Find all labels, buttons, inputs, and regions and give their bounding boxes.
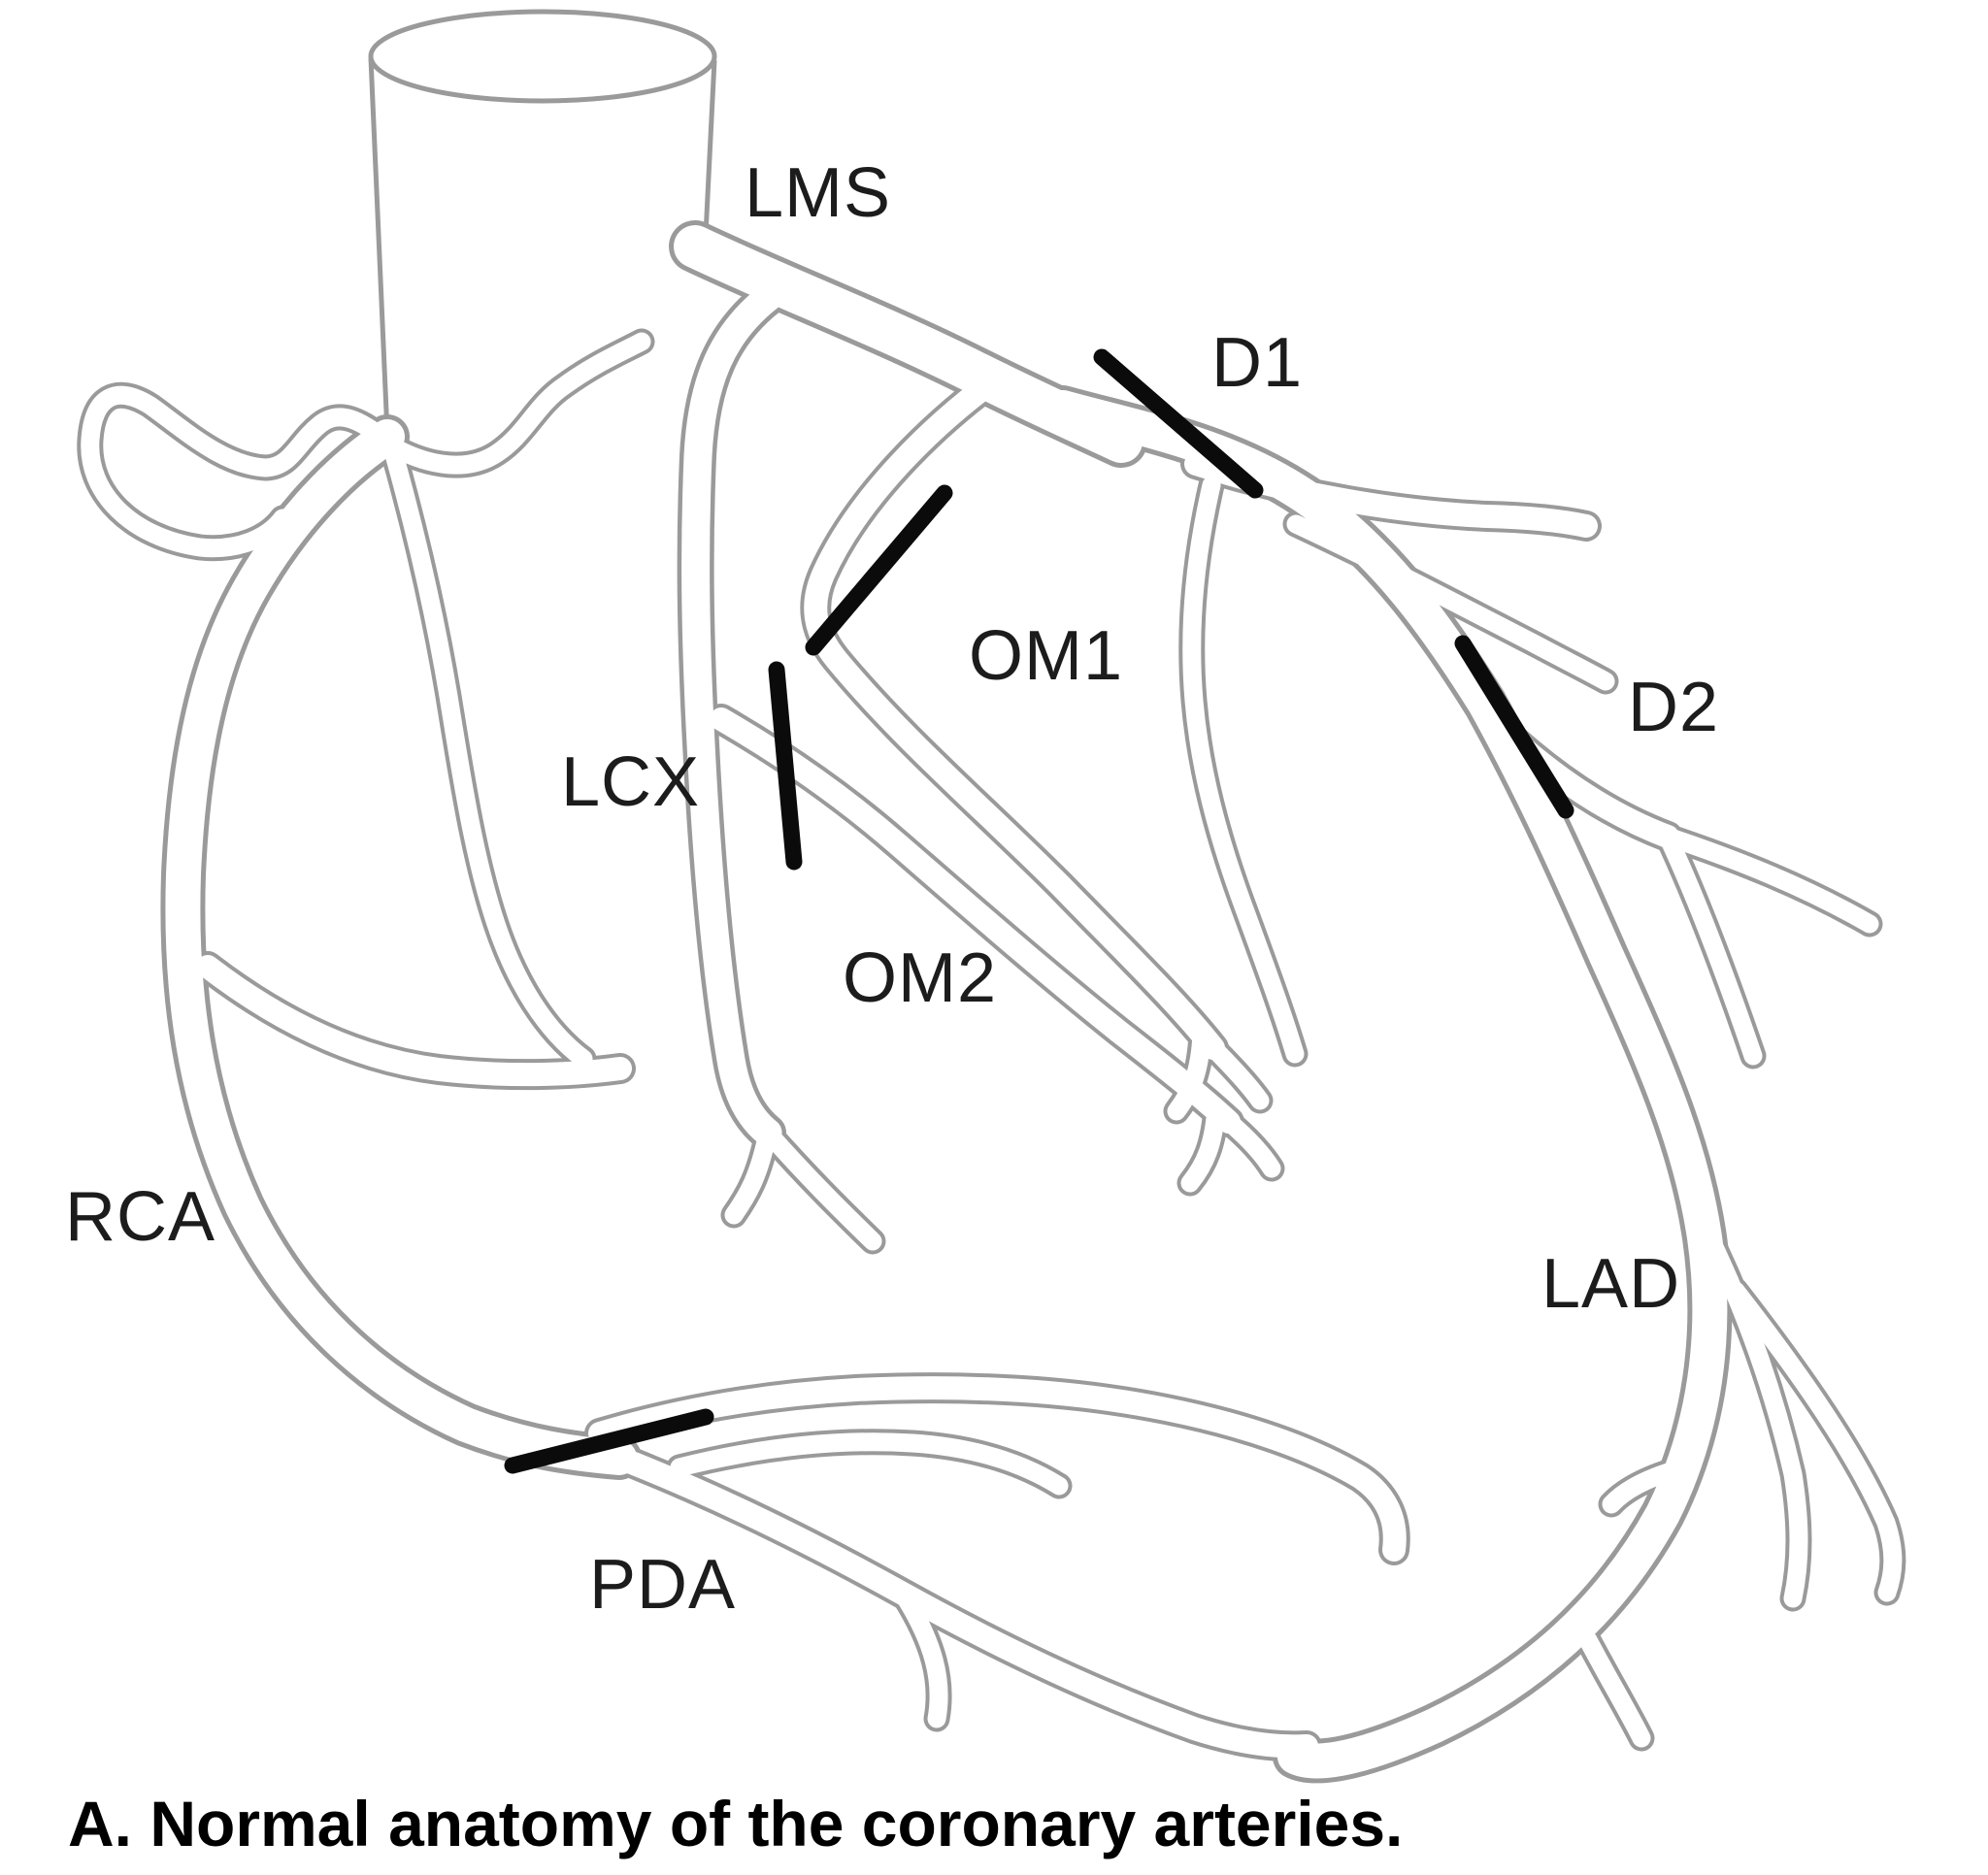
vessel-lcx-fork-right-lumen (768, 1133, 873, 1241)
aorta-left-edge (368, 57, 390, 435)
label-om2: OM2 (843, 939, 997, 1017)
vessel-om2-lumen (721, 719, 1229, 1122)
aorta-rim-ellipse (368, 9, 717, 104)
vessel-labels: LMS D1 OM1 D2 LCX OM2 RCA LAD PDA (65, 154, 1719, 1624)
label-om1: OM1 (969, 617, 1123, 695)
d2-stenosis-marker (1454, 635, 1574, 819)
stenosis-markers (504, 348, 1574, 1474)
label-d2: D2 (1628, 669, 1719, 746)
label-pda: PDA (589, 1546, 736, 1624)
aorta-right-edge (703, 59, 717, 236)
pda-stenosis-marker (504, 1408, 714, 1474)
lcx-stenosis-marker (768, 661, 803, 871)
aorta-body (371, 58, 714, 434)
d1-stenosis-marker (1093, 348, 1264, 499)
label-lad: LAD (1541, 1245, 1680, 1323)
vessel-distal-diagonal2-lumen (1736, 1291, 1893, 1593)
aorta (368, 9, 717, 435)
label-d1: D1 (1211, 324, 1303, 402)
vessel-lad-terminal-lumen (1588, 1640, 1641, 1738)
label-lms: LMS (745, 154, 891, 232)
vessel-rca-lumen (182, 437, 619, 1458)
label-rca: RCA (65, 1178, 215, 1256)
vessel-rv-branch-lumen (395, 458, 583, 1059)
figure-caption: A. Normal anatomy of the coronary arteri… (68, 1788, 1403, 1859)
vessel-lcx-fork-left-lumen (734, 1133, 768, 1215)
label-lcx: LCX (561, 743, 700, 821)
om1-stenosis-marker (805, 484, 953, 656)
